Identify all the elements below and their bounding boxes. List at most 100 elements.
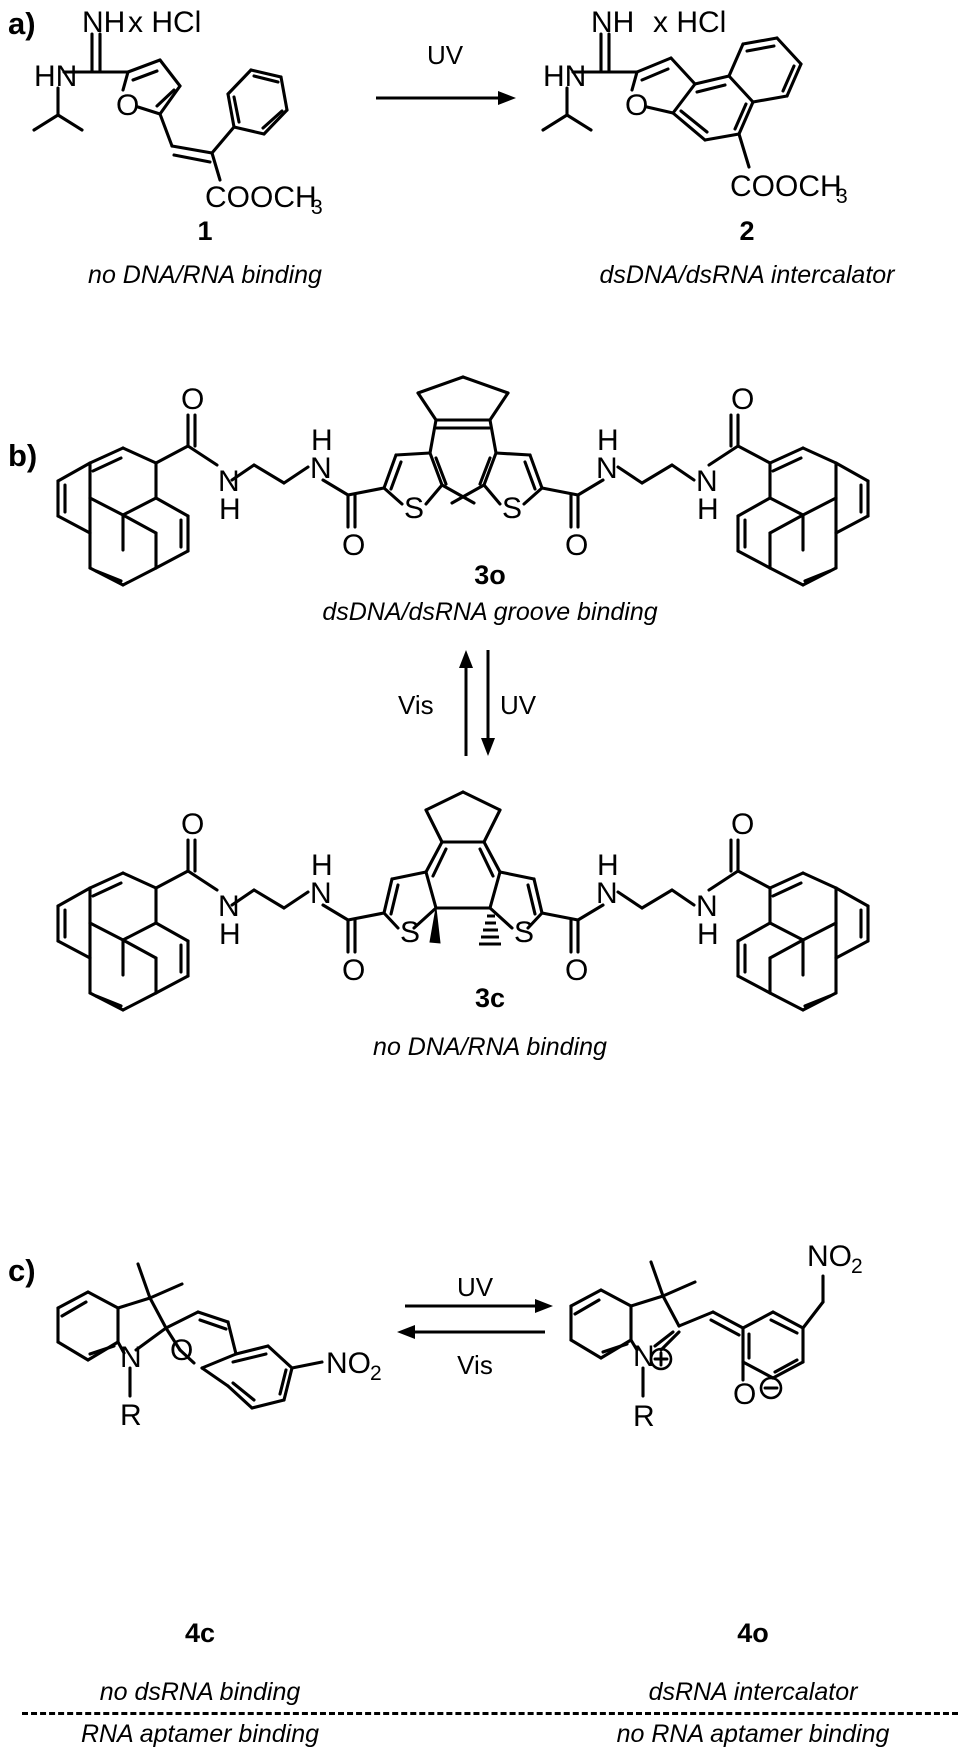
structure-compound-1: NH x HCl HN O COOCH 3	[20, 6, 360, 225]
caption-compound-3c: no DNA/RNA binding	[373, 1033, 607, 1061]
pyrene-left-3c	[56, 871, 190, 1012]
caption-4c-top: no dsRNA binding	[99, 1678, 301, 1706]
atom-label-h-left-3o: H	[219, 493, 241, 526]
atom-label-n-right-3c: N	[696, 890, 718, 923]
caption-compound-1: no DNA/RNA binding	[88, 261, 322, 289]
atom-label-h-left-3c: H	[219, 918, 241, 951]
atom-label-n-4c: N	[120, 1341, 142, 1374]
atom-label-s-left-3c: S	[400, 916, 420, 949]
atom-label-nh-2: NH	[591, 6, 634, 39]
arrowhead-right-icon	[535, 1299, 553, 1313]
compound-label-3o: 3o	[474, 560, 506, 590]
compound-label-2: 2	[739, 216, 755, 246]
atom-label-o-right-2-3c: O	[565, 954, 588, 987]
panel-letter-b: b)	[8, 438, 38, 473]
compound-label-3c: 3c	[474, 983, 506, 1013]
structure-2-svg: NH x HCl HN O COOCH 3	[541, 6, 848, 208]
atom-label-n-left2-3o: N	[310, 452, 332, 485]
structure-compound-4c: N O R NO 2	[30, 1250, 390, 1432]
atom-label-s-right-3o: S	[502, 492, 522, 525]
structure-compound-3o: O N H N H O S S O N H N H O	[18, 375, 908, 595]
caption-compound-2: dsDNA/dsRNA intercalator	[599, 261, 895, 289]
arrowhead-down-icon	[481, 738, 495, 756]
atom-label-o-left-2-3o: O	[342, 529, 365, 562]
atom-label-h-right-3c: H	[697, 918, 719, 951]
plus-charge-circle	[649, 1347, 673, 1371]
structure-1-svg: NH x HCl HN O COOCH 3	[32, 6, 323, 219]
atom-label-o-furan-1: O	[116, 89, 139, 122]
atom-label-n-left-3o: N	[218, 465, 240, 498]
structure-compound-4o: N O R NO 2	[545, 1228, 945, 1438]
arrowhead-left-icon	[397, 1325, 415, 1339]
caption-4o-top: dsRNA intercalator	[648, 1678, 858, 1706]
atom-label-coochx-sub-1: 3	[311, 196, 323, 219]
structure-3o-svg: O N H N H O S S O N H N H O	[56, 375, 870, 587]
atom-label-no2-4c: NO	[326, 1347, 371, 1380]
reaction-label-b-vis: Vis	[398, 690, 434, 720]
atom-label-o-right-1-3c: O	[731, 808, 754, 841]
pyrene-left	[56, 446, 190, 587]
reaction-label-c-vis: Vis	[457, 1350, 493, 1380]
compound-label-4o: 4o	[737, 1618, 769, 1648]
atom-label-n-4o: N	[633, 1340, 655, 1373]
atom-label-n-right2-3o: N	[596, 452, 618, 485]
atom-label-n-left-3c: N	[218, 890, 240, 923]
atom-label-n-right-3o: N	[696, 465, 718, 498]
atom-label-o-left-1-3o: O	[181, 383, 204, 416]
atom-label-o-right-2-3o: O	[565, 529, 588, 562]
atom-label-h-right2-3c: H	[597, 849, 619, 882]
equilibrium-arrows-b	[448, 648, 538, 758]
atom-label-s-right-3c: S	[514, 916, 534, 949]
atom-label-h-left2-3o: H	[311, 424, 333, 457]
atom-label-s-left-3o: S	[404, 492, 424, 525]
atom-label-coochx-sub-2: 3	[836, 185, 848, 208]
structure-4c-svg: N O R NO 2	[56, 1262, 382, 1432]
caption-compound-3o: dsDNA/dsRNA groove binding	[322, 598, 658, 626]
panel-letter-c: c)	[8, 1253, 36, 1288]
atom-label-o-furan-2: O	[625, 89, 648, 122]
caption-4o-bottom: no RNA aptamer binding	[616, 1720, 890, 1748]
pyrene-right-3c	[736, 871, 870, 1012]
atom-label-h-right2-3o: H	[597, 424, 619, 457]
structure-3c-svg: O N H N H O S S O N H N H O	[56, 790, 870, 1012]
atom-label-hcl-1: x HCl	[128, 6, 201, 39]
caption-4c-bottom: RNA aptamer binding	[80, 1720, 320, 1748]
divider-dashed	[22, 1712, 958, 1715]
equilibrium-arrows-c-svg	[397, 1299, 553, 1339]
wedge-methyl-left	[429, 907, 441, 944]
atom-label-o-4o: O	[733, 1378, 756, 1411]
compound-label-1: 1	[197, 216, 213, 246]
atom-label-coochx-1: COOCH	[205, 181, 317, 214]
atom-label-no2-sub-4c: 2	[370, 1362, 382, 1385]
structure-4o-svg: N O R NO 2	[569, 1240, 863, 1433]
atom-label-o-4c: O	[170, 1334, 193, 1367]
atom-label-h-left2-3c: H	[311, 849, 333, 882]
atom-label-o-left-2-3c: O	[342, 954, 365, 987]
atom-label-no2-sub-4o: 2	[851, 1255, 863, 1278]
atom-label-coochx-2: COOCH	[730, 170, 842, 203]
atom-label-hn-1: HN	[34, 60, 77, 93]
panel-letter-a: a)	[8, 6, 36, 41]
atom-label-h-right-3o: H	[697, 493, 719, 526]
equilibrium-arrows-b-svg	[459, 650, 495, 756]
compound-label-4c: 4c	[184, 1618, 216, 1648]
atom-label-hcl-2: x HCl	[653, 6, 726, 39]
hash-methyl-right	[479, 914, 501, 946]
arrowhead-icon	[498, 91, 516, 105]
atom-label-o-left-1-3c: O	[181, 808, 204, 841]
structure-compound-2: NH x HCl HN O COOCH 3	[525, 6, 885, 225]
atom-label-r-4c: R	[120, 1399, 142, 1432]
structure-compound-3c: O N H N H O S S O N H N H O	[18, 780, 908, 1070]
reaction-label-a-uv: UV	[426, 40, 464, 70]
atom-label-no2-4o: NO	[807, 1240, 852, 1273]
pyrene-right	[736, 446, 870, 587]
atom-label-nh-1: NH	[82, 6, 125, 39]
reaction-arrow-a	[370, 60, 520, 120]
atom-label-hn-2: HN	[543, 60, 586, 93]
equilibrium-arrows-c	[395, 1280, 555, 1370]
reaction-label-b-uv: UV	[500, 690, 537, 720]
reaction-label-c-uv: UV	[456, 1272, 494, 1302]
atom-label-r-4o: R	[633, 1400, 655, 1433]
atom-label-o-right-1-3o: O	[731, 383, 754, 416]
